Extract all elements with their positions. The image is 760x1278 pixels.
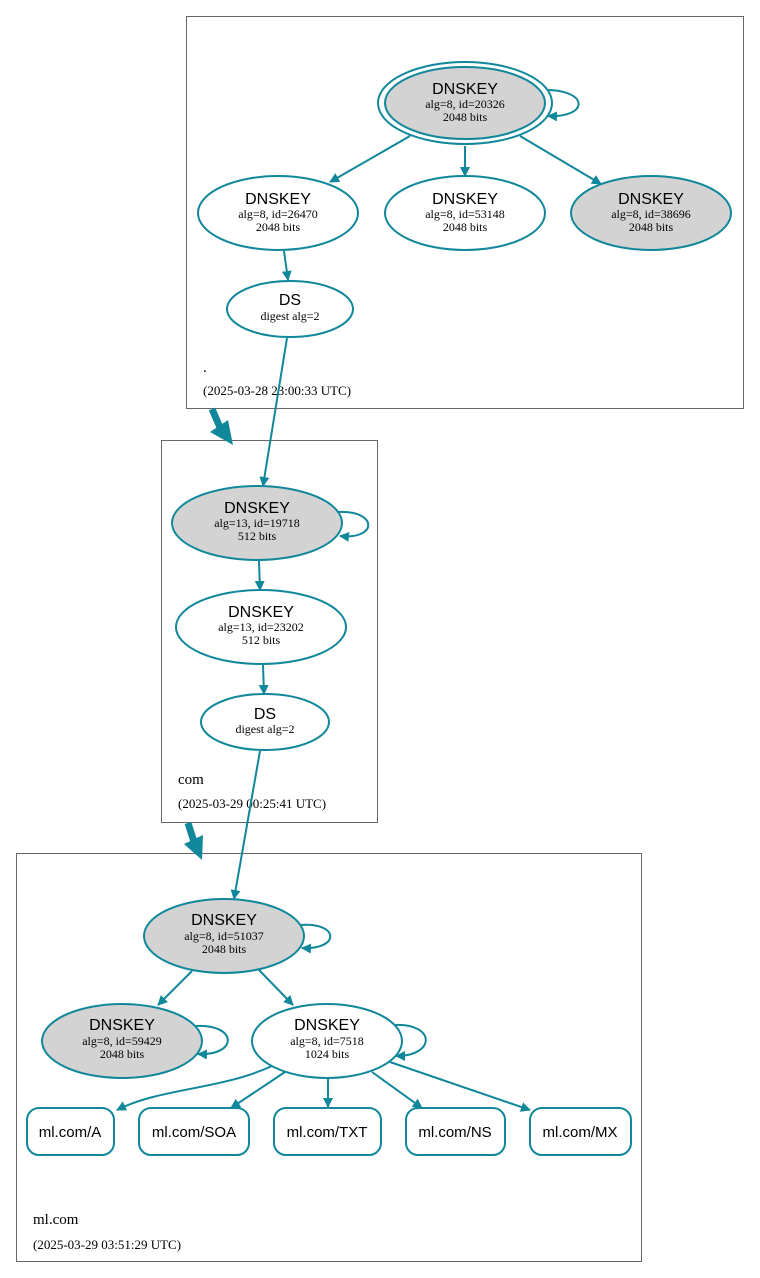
edge-7518-to-soa bbox=[230, 1071, 286, 1109]
zone-com-name: com bbox=[178, 772, 204, 788]
node-line1: alg=8, id=26470 bbox=[238, 207, 318, 221]
edge-root-ksk-self bbox=[539, 88, 580, 122]
edge-ml-59429-self bbox=[195, 1024, 229, 1060]
zone-mlcom-timestamp: (2025-03-29 03:51:29 UTC) bbox=[33, 1237, 181, 1252]
ml-dnskey-7518: DNSKEY alg=8, id=7518 1024 bits bbox=[251, 1003, 403, 1079]
node-title: DNSKEY bbox=[294, 1017, 360, 1034]
edges bbox=[116, 88, 602, 1112]
rrset-label: ml.com/NS bbox=[418, 1124, 491, 1141]
node-line1: alg=8, id=53148 bbox=[425, 207, 505, 221]
node-title: DNSKEY bbox=[191, 912, 257, 929]
edge-ml-ksk-self bbox=[299, 923, 332, 954]
node-line2: 2048 bits bbox=[443, 220, 488, 234]
edge-com-zsk-to-ds bbox=[258, 664, 269, 695]
node-line2: 2048 bits bbox=[256, 220, 301, 234]
node-title: DNSKEY bbox=[618, 191, 684, 208]
com-dnskey-19718: DNSKEY alg=13, id=19718 512 bits bbox=[171, 485, 343, 561]
root-dnskey-53148: DNSKEY alg=8, id=53148 2048 bits bbox=[384, 175, 546, 251]
node-line2: 512 bits bbox=[242, 633, 281, 647]
rrset-label: ml.com/MX bbox=[543, 1124, 618, 1141]
node-title: DNSKEY bbox=[224, 500, 290, 517]
edge-ml-ksk-to-59429 bbox=[157, 970, 193, 1006]
zone-mlcom-name: ml.com bbox=[33, 1212, 79, 1228]
rrset-a: ml.com/A bbox=[26, 1107, 115, 1156]
root-dnskey-38696: DNSKEY alg=8, id=38696 2048 bits bbox=[570, 175, 732, 251]
rrset-label: ml.com/SOA bbox=[152, 1124, 236, 1141]
node-line1: alg=8, id=59429 bbox=[82, 1034, 162, 1048]
edge-root-ds-to-com-ksk bbox=[259, 337, 288, 487]
delegation-root-to-com bbox=[208, 407, 233, 445]
node-line1: alg=13, id=19718 bbox=[214, 516, 300, 530]
node-line1: alg=8, id=20326 bbox=[425, 97, 505, 111]
node-line1: digest alg=2 bbox=[260, 309, 319, 323]
edge-26470-to-ds bbox=[281, 250, 292, 281]
edge-root-ksk-to-38696 bbox=[519, 135, 602, 185]
edge-ml-7518-self bbox=[393, 1023, 427, 1061]
rrset-mx: ml.com/MX bbox=[529, 1107, 632, 1156]
rrset-ns: ml.com/NS bbox=[405, 1107, 506, 1156]
node-line2: 2048 bits bbox=[100, 1047, 145, 1061]
zone-com-timestamp: (2025-03-29 00:25:41 UTC) bbox=[178, 796, 326, 811]
node-line2: 2048 bits bbox=[629, 220, 674, 234]
ml-dnskey-59429: DNSKEY alg=8, id=59429 2048 bits bbox=[41, 1003, 203, 1079]
node-line1: alg=8, id=38696 bbox=[611, 207, 691, 221]
rrset-label: ml.com/A bbox=[39, 1124, 102, 1141]
delegation-com-to-mlcom bbox=[184, 821, 203, 860]
node-line2: 2048 bits bbox=[443, 110, 488, 124]
node-line1: alg=8, id=51037 bbox=[184, 929, 264, 943]
node-line2: 1024 bits bbox=[305, 1047, 350, 1061]
root-dnskey-26470: DNSKEY alg=8, id=26470 2048 bits bbox=[197, 175, 359, 251]
node-line1: digest alg=2 bbox=[235, 722, 294, 736]
node-line1: alg=8, id=7518 bbox=[290, 1034, 364, 1048]
node-title: DNSKEY bbox=[89, 1017, 155, 1034]
node-title: DS bbox=[254, 706, 276, 723]
ml-dnskey-51037: DNSKEY alg=8, id=51037 2048 bits bbox=[143, 898, 305, 974]
zone-root-timestamp: (2025-03-28 23:00:33 UTC) bbox=[203, 383, 351, 398]
node-title: DNSKEY bbox=[432, 191, 498, 208]
root-dnskey-20326: DNSKEY alg=8, id=20326 2048 bits bbox=[377, 61, 553, 145]
edge-root-ksk-to-26470 bbox=[329, 135, 411, 183]
edge-7518-to-a bbox=[116, 1065, 273, 1111]
node-line1: alg=13, id=23202 bbox=[218, 620, 304, 634]
node-title: DNSKEY bbox=[228, 604, 294, 621]
rrset-label: ml.com/TXT bbox=[287, 1124, 368, 1141]
com-dnskey-23202: DNSKEY alg=13, id=23202 512 bits bbox=[175, 589, 347, 665]
rrset-soa: ml.com/SOA bbox=[138, 1107, 250, 1156]
edge-7518-to-ns bbox=[371, 1071, 423, 1109]
zone-root-name: . bbox=[203, 360, 207, 376]
node-line2: 512 bits bbox=[238, 529, 277, 543]
node-line2: 2048 bits bbox=[202, 942, 247, 956]
root-ds: DS digest alg=2 bbox=[226, 280, 354, 338]
edge-com-ksk-self bbox=[337, 510, 370, 542]
node-title: DNSKEY bbox=[245, 191, 311, 208]
rrset-txt: ml.com/TXT bbox=[273, 1107, 382, 1156]
edge-7518-to-mx bbox=[389, 1061, 531, 1112]
edge-com-ksk-to-zsk bbox=[254, 560, 265, 591]
edge-ml-ksk-to-7518 bbox=[258, 969, 294, 1006]
node-title: DNSKEY bbox=[432, 81, 498, 98]
edge-com-ds-to-ml-ksk bbox=[230, 750, 261, 900]
node-title: DS bbox=[279, 292, 301, 309]
com-ds: DS digest alg=2 bbox=[200, 693, 330, 751]
